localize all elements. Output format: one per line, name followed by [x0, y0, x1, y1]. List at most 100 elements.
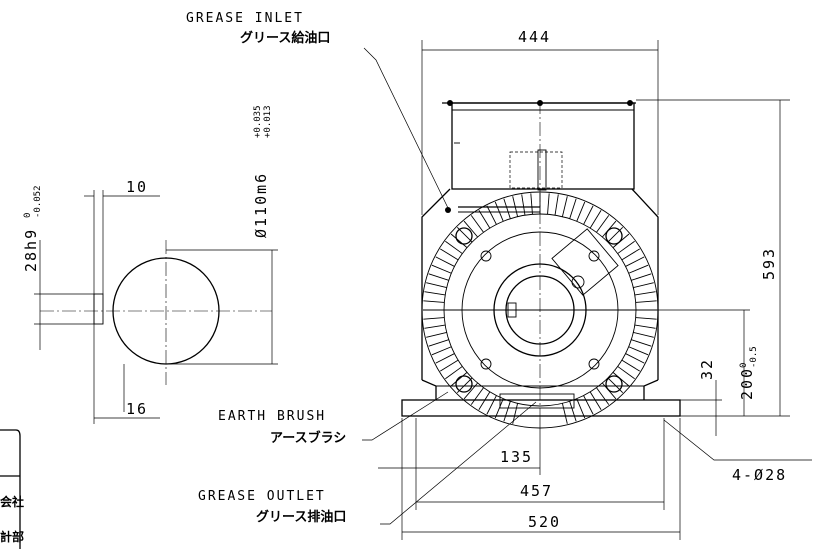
dim-key-width: 28h9: [22, 228, 40, 272]
grease-outlet-en: GREASE OUTLET: [198, 489, 326, 504]
cooling-fin: [450, 233, 468, 248]
dim-overall-height: 593: [760, 247, 778, 280]
cooling-fin: [589, 210, 602, 229]
title-block: 会社 計部: [0, 429, 24, 549]
cooling-fin: [428, 339, 449, 347]
dim-shaft-height: 200: [738, 367, 756, 400]
svg-text:32: 32: [698, 358, 716, 380]
cooling-fin: [628, 264, 649, 274]
svg-text:0: 0: [23, 213, 33, 218]
cooling-fin: [547, 193, 550, 215]
cooling-fin: [521, 194, 526, 216]
cooling-fin: [530, 193, 533, 215]
dim-shaft-diameter: Ø110m6: [252, 172, 270, 238]
dim-foot-bolt-span: 457: [520, 482, 553, 500]
cooling-fin: [486, 205, 497, 225]
motor-front-view: [401, 100, 681, 429]
cooling-fin: [431, 346, 452, 356]
cooling-fin: [428, 273, 449, 281]
cooling-fin: [583, 205, 594, 225]
cooling-fin: [554, 194, 559, 216]
cooling-fins: [423, 193, 657, 424]
svg-text:+0.013: +0.013: [263, 105, 273, 138]
dim-foot-bolt-offset: 135: [500, 448, 533, 466]
cooling-fin: [625, 353, 645, 364]
cooling-fin: [617, 240, 635, 254]
cooling-fin: [589, 391, 602, 410]
cooling-fin: [621, 359, 640, 372]
cooling-fin: [503, 198, 511, 219]
cooling-fin: [634, 291, 656, 296]
dim-shaft-height-tol: 0 -0.5: [739, 346, 759, 368]
dim-foot-holes: 4-Ø28: [732, 466, 787, 484]
dim-key-depth: 10: [126, 178, 146, 196]
cooling-fin: [561, 403, 568, 424]
cooling-fin: [440, 248, 459, 261]
cooling-fin: [426, 331, 447, 338]
cooling-fin: [478, 210, 491, 229]
svg-text:+0.035: +0.035: [253, 105, 263, 138]
cooling-fin: [424, 324, 446, 329]
cooling-fin: [635, 300, 657, 303]
svg-text:593: 593: [760, 247, 778, 280]
motor-dimension-lines: [378, 40, 812, 540]
cooling-fin: [569, 198, 577, 219]
cooling-fin: [596, 215, 610, 233]
cooling-fin: [625, 256, 645, 267]
cooling-fin: [576, 201, 586, 222]
cooling-fin: [503, 401, 511, 422]
cooling-fin: [424, 291, 446, 296]
cooling-fin: [617, 366, 635, 380]
cooling-fin: [635, 317, 657, 320]
cooling-fin: [621, 248, 640, 261]
cooling-fin: [631, 273, 652, 281]
cooling-fin: [602, 382, 617, 400]
cooling-fin: [494, 201, 504, 222]
dim-key-offset: 16: [126, 400, 148, 418]
shaft-end-view: [34, 190, 278, 424]
cooling-fin: [494, 398, 504, 419]
cooling-fin: [423, 317, 445, 320]
cooling-fin: [445, 240, 463, 254]
cooling-fin: [628, 346, 649, 356]
cooling-fin: [561, 196, 568, 217]
key-offset-label: 16: [126, 400, 148, 418]
cooling-fin: [463, 220, 478, 238]
cooling-fin: [456, 226, 473, 243]
key-width-label: 28h9: [22, 228, 40, 272]
cooling-fin: [431, 264, 452, 274]
cooling-fin: [478, 391, 491, 410]
svg-text:-0.5: -0.5: [749, 346, 759, 368]
cooling-fin: [634, 324, 656, 329]
cooling-fin: [607, 377, 624, 394]
cooling-fin: [486, 395, 497, 415]
cooling-fin: [596, 387, 610, 405]
cooling-fin: [470, 387, 484, 405]
dim-key-width-tol: 0 -0.052: [23, 185, 43, 218]
cooling-fin: [470, 215, 484, 233]
shaft-diameter-label: Ø110m6: [252, 172, 270, 238]
callout-leaders: [362, 47, 537, 525]
dim-foot-thickness: 32: [698, 358, 716, 380]
cooling-fin: [612, 372, 630, 387]
grease-outlet-jp: グリース排油口: [256, 509, 346, 525]
cooling-fin: [423, 300, 445, 303]
cooling-fin: [583, 395, 594, 415]
cooling-fin: [612, 233, 630, 248]
grease-inlet-en: GREASE INLET: [186, 11, 304, 26]
earth-brush-en: EARTH BRUSH: [218, 409, 326, 424]
cooling-fin: [435, 353, 455, 364]
cooling-fin: [576, 398, 586, 419]
cooling-fin: [450, 372, 468, 387]
cooling-fin: [445, 366, 463, 380]
dim-shaft-diameter-tol: +0.035 +0.013: [253, 105, 273, 138]
svg-text:200: 200: [738, 367, 756, 400]
title-block-line2: 計部: [0, 529, 24, 544]
cooling-fin: [440, 359, 459, 372]
dim-foot-width: 520: [528, 513, 561, 531]
cooling-fin: [633, 282, 654, 289]
grease-inlet-jp: グリース給油口: [240, 30, 330, 46]
dim-overall-width: 444: [518, 28, 551, 46]
cooling-fin: [633, 331, 654, 338]
